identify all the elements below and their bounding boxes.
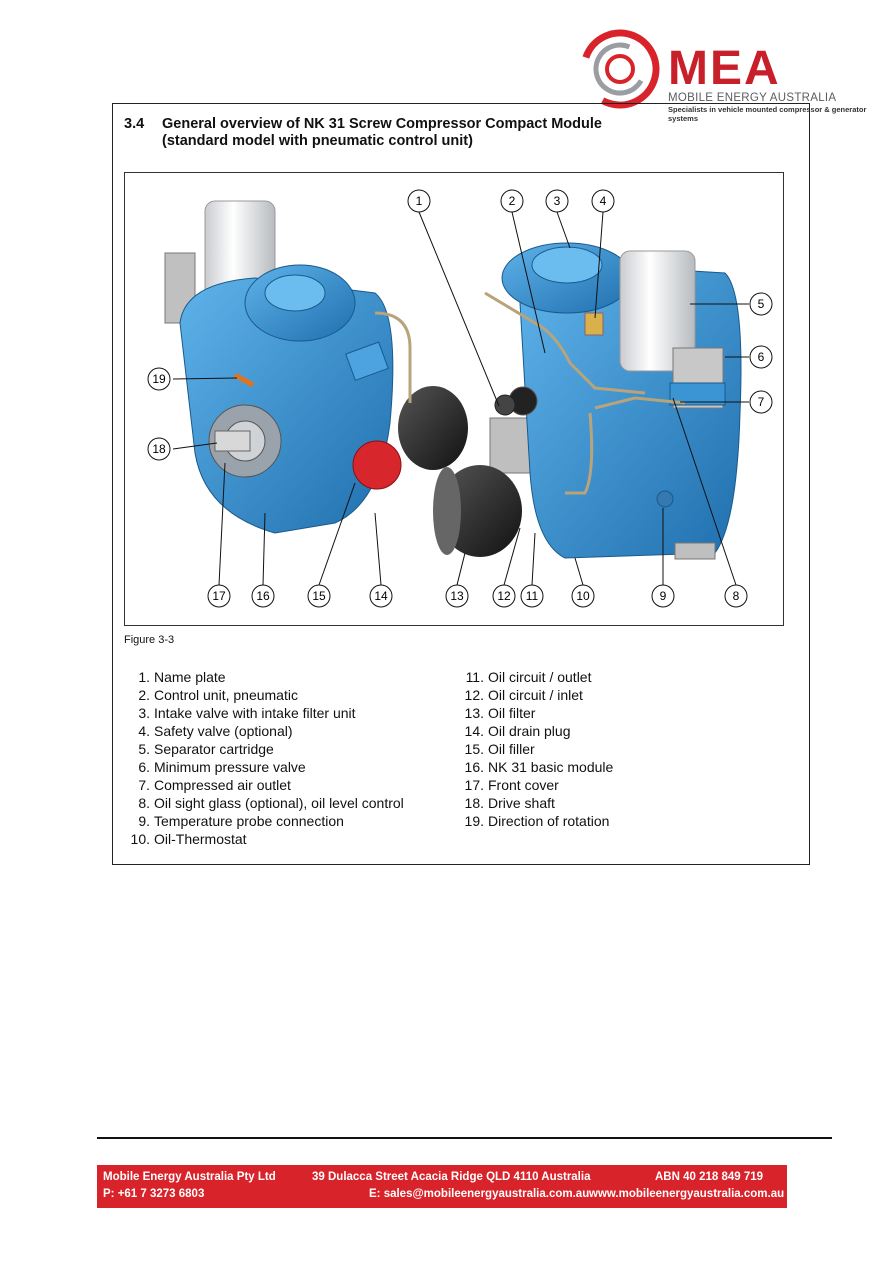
figure-caption: Figure 3-3 (124, 634, 175, 646)
footer-website[interactable]: www.mobileenergyaustralia.com.au (589, 1188, 785, 1200)
footer-divider (97, 1137, 832, 1139)
legend-item: 8.Oil sight glass (optional), oil level … (138, 795, 404, 811)
footer-email[interactable]: E: sales@mobileenergyaustralia.com.au (369, 1188, 590, 1200)
callout-7: 7 (749, 390, 773, 414)
svg-text:10: 10 (576, 589, 590, 603)
svg-text:8: 8 (733, 589, 740, 603)
callout-18: 18 (147, 437, 171, 461)
svg-text:2: 2 (509, 194, 516, 208)
svg-text:12: 12 (497, 589, 511, 603)
legend-item: 19.Direction of rotation (464, 813, 610, 829)
content-frame (112, 103, 810, 865)
callout-4: 4 (591, 189, 615, 213)
svg-text:13: 13 (450, 589, 464, 603)
footer-company: Mobile Energy Australia Pty Ltd (103, 1171, 276, 1183)
callout-19: 19 (147, 367, 171, 391)
callout-17: 17 (207, 584, 231, 608)
legend-item: 12.Oil circuit / inlet (464, 687, 583, 703)
svg-text:3: 3 (554, 194, 561, 208)
brand-wordmark: MEA MOBILE ENERGY AUSTRALIA Specialists … (668, 42, 893, 124)
legend-item: 17.Front cover (464, 777, 559, 793)
legend-item: 14.Oil drain plug (464, 723, 571, 739)
callout-badges: 1 2 3 4 5 6 7 8 9 10 11 12 13 14 15 16 1… (147, 189, 773, 608)
legend-item: 18.Drive shaft (464, 795, 555, 811)
footer-bar: Mobile Energy Australia Pty Ltd 39 Dulac… (97, 1165, 787, 1208)
compressor-figure: 1 2 3 4 5 6 7 8 9 10 11 12 13 14 15 16 1… (124, 172, 784, 626)
svg-text:4: 4 (600, 194, 607, 208)
logo-letters: MEA (668, 42, 781, 95)
callout-9: 9 (651, 584, 675, 608)
legend-item: 13.Oil filter (464, 705, 536, 721)
svg-text:14: 14 (374, 589, 388, 603)
svg-text:7: 7 (758, 395, 765, 409)
legend-item: 15.Oil filler (464, 741, 535, 757)
left-compressor-view (164, 200, 468, 534)
svg-text:15: 15 (312, 589, 326, 603)
callout-11: 11 (520, 584, 544, 608)
svg-text:19: 19 (152, 372, 166, 386)
brand-tagline: Specialists in vehicle mounted compresso… (668, 105, 867, 123)
svg-text:5: 5 (758, 297, 765, 311)
legend-item: 10.Oil-Thermostat (130, 831, 247, 847)
legend-item: 11.Oil circuit / outlet (465, 669, 592, 685)
legend-right: 11.Oil circuit / outlet 12.Oil circuit /… (458, 668, 614, 830)
mea-logo-mark (580, 29, 660, 109)
legend-item: 5.Separator cartridge (138, 741, 274, 757)
svg-text:16: 16 (256, 589, 270, 603)
legend-item: 16.NK 31 basic module (464, 759, 614, 775)
right-compressor-view (433, 242, 742, 560)
svg-text:6: 6 (758, 350, 765, 364)
callout-leaders (172, 211, 749, 586)
legend-item: 2.Control unit, pneumatic (138, 687, 298, 703)
svg-text:9: 9 (660, 589, 667, 603)
compressor-illustration (164, 200, 749, 586)
callout-12: 12 (492, 584, 516, 608)
section-title-line1: General overview of NK 31 Screw Compress… (162, 116, 602, 132)
callout-13: 13 (445, 584, 469, 608)
callout-2: 2 (500, 189, 524, 213)
svg-text:11: 11 (526, 589, 539, 603)
callout-8: 8 (724, 584, 748, 608)
callout-14: 14 (369, 584, 393, 608)
section-number: 3.4 (124, 116, 145, 132)
callout-1: 1 (407, 189, 431, 213)
legend-item: 7.Compressed air outlet (138, 777, 291, 793)
section-title-line2: (standard model with pneumatic control u… (162, 133, 473, 149)
brand-name: MOBILE ENERGY AUSTRALIA (668, 92, 837, 104)
callout-15: 15 (307, 584, 331, 608)
legend-item: 4.Safety valve (optional) (138, 723, 293, 739)
svg-text:18: 18 (152, 442, 166, 456)
legend-item: 9.Temperature probe connection (138, 813, 344, 829)
footer-address: 39 Dulacca Street Acacia Ridge QLD 4110 … (312, 1171, 591, 1183)
callout-16: 16 (251, 584, 275, 608)
svg-text:1: 1 (416, 194, 423, 208)
callout-6: 6 (749, 345, 773, 369)
callout-10: 10 (571, 584, 595, 608)
legend-item: 3.Intake valve with intake filter unit (138, 705, 356, 721)
legend-left: 1.Name plate 2.Control unit, pneumatic 3… (124, 668, 404, 848)
footer-phone: P: +61 7 3273 6803 (103, 1188, 205, 1200)
footer-abn: ABN 40 218 849 719 (655, 1171, 764, 1183)
svg-text:17: 17 (212, 589, 226, 603)
legend-item: 6.Minimum pressure valve (138, 759, 306, 775)
callout-5: 5 (749, 292, 773, 316)
legend-item: 1.Name plate (138, 669, 226, 685)
section-heading: 3.4 General overview of NK 31 Screw Compr… (124, 116, 602, 150)
callout-3: 3 (545, 189, 569, 213)
